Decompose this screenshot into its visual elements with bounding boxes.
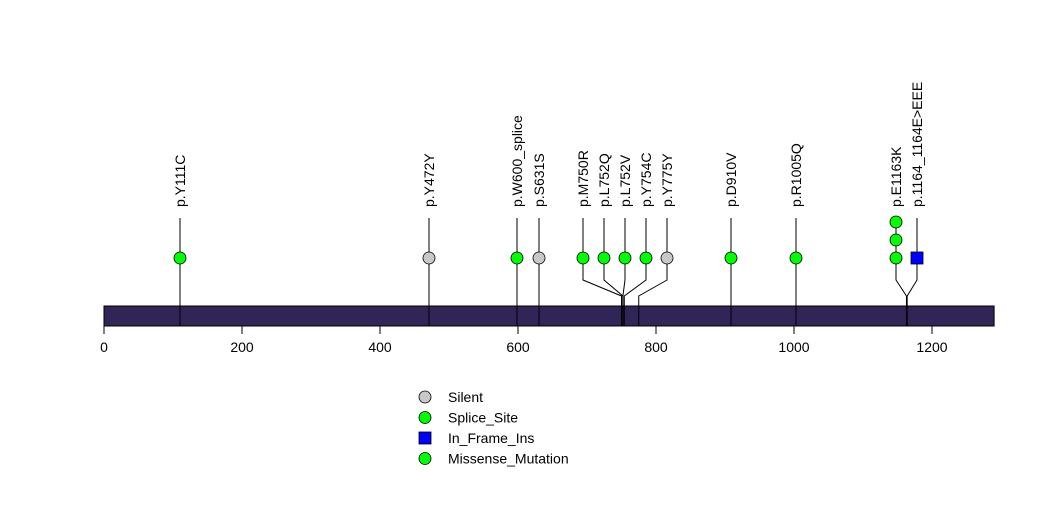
x-tick-label: 1200 bbox=[916, 339, 947, 355]
mutation-marker-circle bbox=[889, 233, 903, 247]
mutation-label: p.L752V bbox=[617, 154, 633, 207]
protein-bar bbox=[103, 305, 995, 327]
legend-circle-icon bbox=[418, 390, 432, 404]
mutation-stem bbox=[622, 218, 626, 326]
mutation-marker-square bbox=[910, 251, 924, 265]
mutation-label: p.S631S bbox=[531, 153, 547, 207]
mutation-marker-circle bbox=[724, 251, 738, 265]
mutation-label: p.R1005Q bbox=[788, 143, 804, 207]
mutation-stem bbox=[638, 218, 668, 326]
legend-circle-icon bbox=[418, 411, 432, 424]
mutation-marker-circle bbox=[639, 251, 653, 265]
mutation-label: p.Y111C bbox=[172, 155, 188, 207]
mutation-label: p.1164_1164E>EEE bbox=[909, 82, 925, 207]
mutation-marker-circle bbox=[576, 251, 590, 265]
mutation-label: p.L752Q bbox=[596, 153, 612, 207]
legend-label: Silent bbox=[448, 389, 483, 405]
legend-label: In_Frame_Ins bbox=[448, 430, 534, 446]
x-tick-label: 800 bbox=[644, 339, 668, 355]
mutation-label: p.Y472Y bbox=[421, 153, 437, 207]
mutation-label: p.Y775Y bbox=[659, 153, 675, 207]
mutation-stem bbox=[906, 218, 918, 326]
mutation-marker-circle bbox=[660, 251, 674, 265]
mutation-marker-circle bbox=[173, 251, 187, 265]
mutation-stem bbox=[623, 218, 647, 326]
mutation-label: p.M750R bbox=[575, 150, 591, 207]
x-tick-label: 1000 bbox=[778, 339, 809, 355]
mutation-label: p.D910V bbox=[723, 152, 739, 207]
x-tick-label: 0 bbox=[100, 339, 108, 355]
mutation-label: p.E1163K bbox=[888, 146, 904, 207]
mutation-marker-circle bbox=[422, 251, 436, 265]
mutation-stem bbox=[582, 218, 622, 326]
x-tick-label: 400 bbox=[368, 339, 392, 355]
legend-label: Splice_Site bbox=[448, 410, 518, 426]
mutation-marker-circle bbox=[597, 251, 611, 265]
x-tick-label: 600 bbox=[506, 339, 530, 355]
mutation-marker-circle bbox=[889, 251, 903, 265]
mutation-marker-circle bbox=[618, 251, 632, 265]
mutation-marker-circle bbox=[532, 251, 546, 265]
mutation-label: p.Y754C bbox=[638, 153, 654, 207]
mutation-label: p.W600_splice bbox=[509, 115, 525, 207]
legend-label: Missense_Mutation bbox=[448, 451, 569, 467]
mutation-marker-circle bbox=[789, 251, 803, 265]
mutation-marker-circle bbox=[889, 215, 903, 229]
legend-circle-icon bbox=[418, 452, 432, 465]
x-tick-label: 200 bbox=[230, 339, 254, 355]
mutation-stem bbox=[895, 218, 907, 326]
legend-square-icon bbox=[418, 431, 432, 445]
mutation-marker-circle bbox=[510, 251, 524, 265]
